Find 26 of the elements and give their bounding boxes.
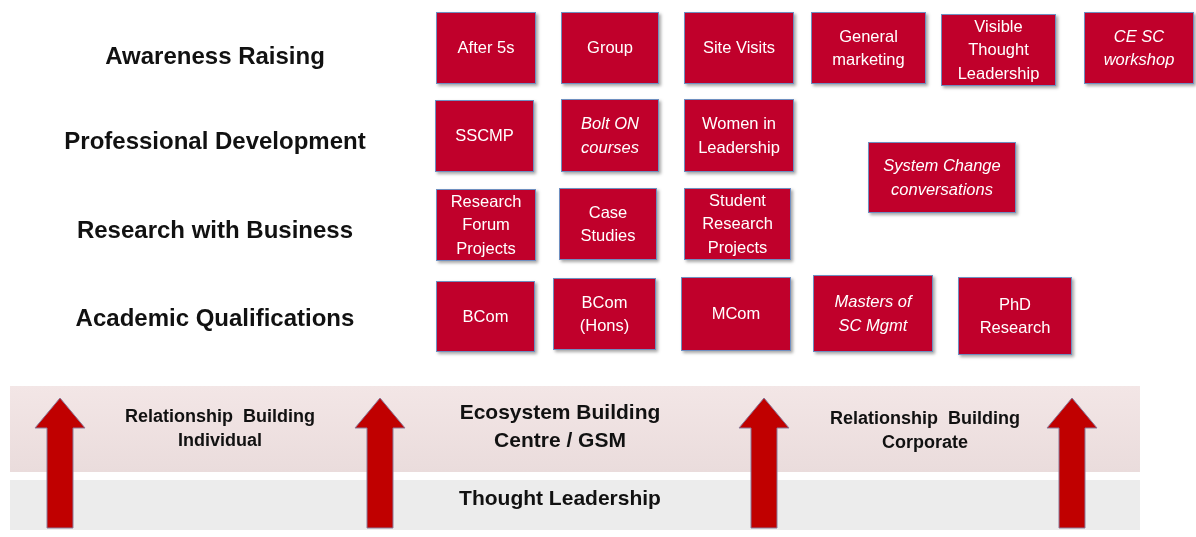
activity-box: After 5s	[436, 12, 536, 84]
row-heading: Professional Development	[63, 126, 367, 156]
activity-box: Research Forum Projects	[436, 189, 536, 261]
activity-box: SSCMP	[435, 100, 534, 172]
activity-box: BCom	[436, 281, 535, 352]
band-label: Relationship Building Individual	[124, 405, 316, 453]
activity-box: Women in Leadership	[684, 99, 794, 172]
row-heading: Awareness Raising	[104, 41, 326, 71]
activity-box: System Change conversations	[868, 142, 1016, 213]
activity-box: CE SC workshop	[1084, 12, 1194, 84]
activity-box: Student Research Projects	[684, 188, 791, 260]
activity-box: PhD Research	[958, 277, 1072, 355]
activity-box: Group	[561, 12, 659, 84]
activity-box: BCom (Hons)	[553, 278, 656, 350]
row-heading: Research with Business	[75, 215, 355, 245]
activity-box: MCom	[681, 277, 791, 351]
activity-box: General marketing	[811, 12, 926, 84]
activity-box: Visible Thought Leadership	[941, 14, 1056, 86]
band-label: Ecosystem Building Centre / GSM	[458, 399, 662, 454]
activity-box: Site Visits	[684, 12, 794, 84]
band-label: Thought Leadership	[458, 485, 662, 511]
activity-box: Masters of SC Mgmt	[813, 275, 933, 352]
band-label: Relationship Building Corporate	[829, 407, 1021, 455]
row-heading: Academic Qualifications	[74, 303, 356, 333]
activity-box: Bolt ON courses	[561, 99, 659, 172]
activity-box: Case Studies	[559, 188, 657, 260]
